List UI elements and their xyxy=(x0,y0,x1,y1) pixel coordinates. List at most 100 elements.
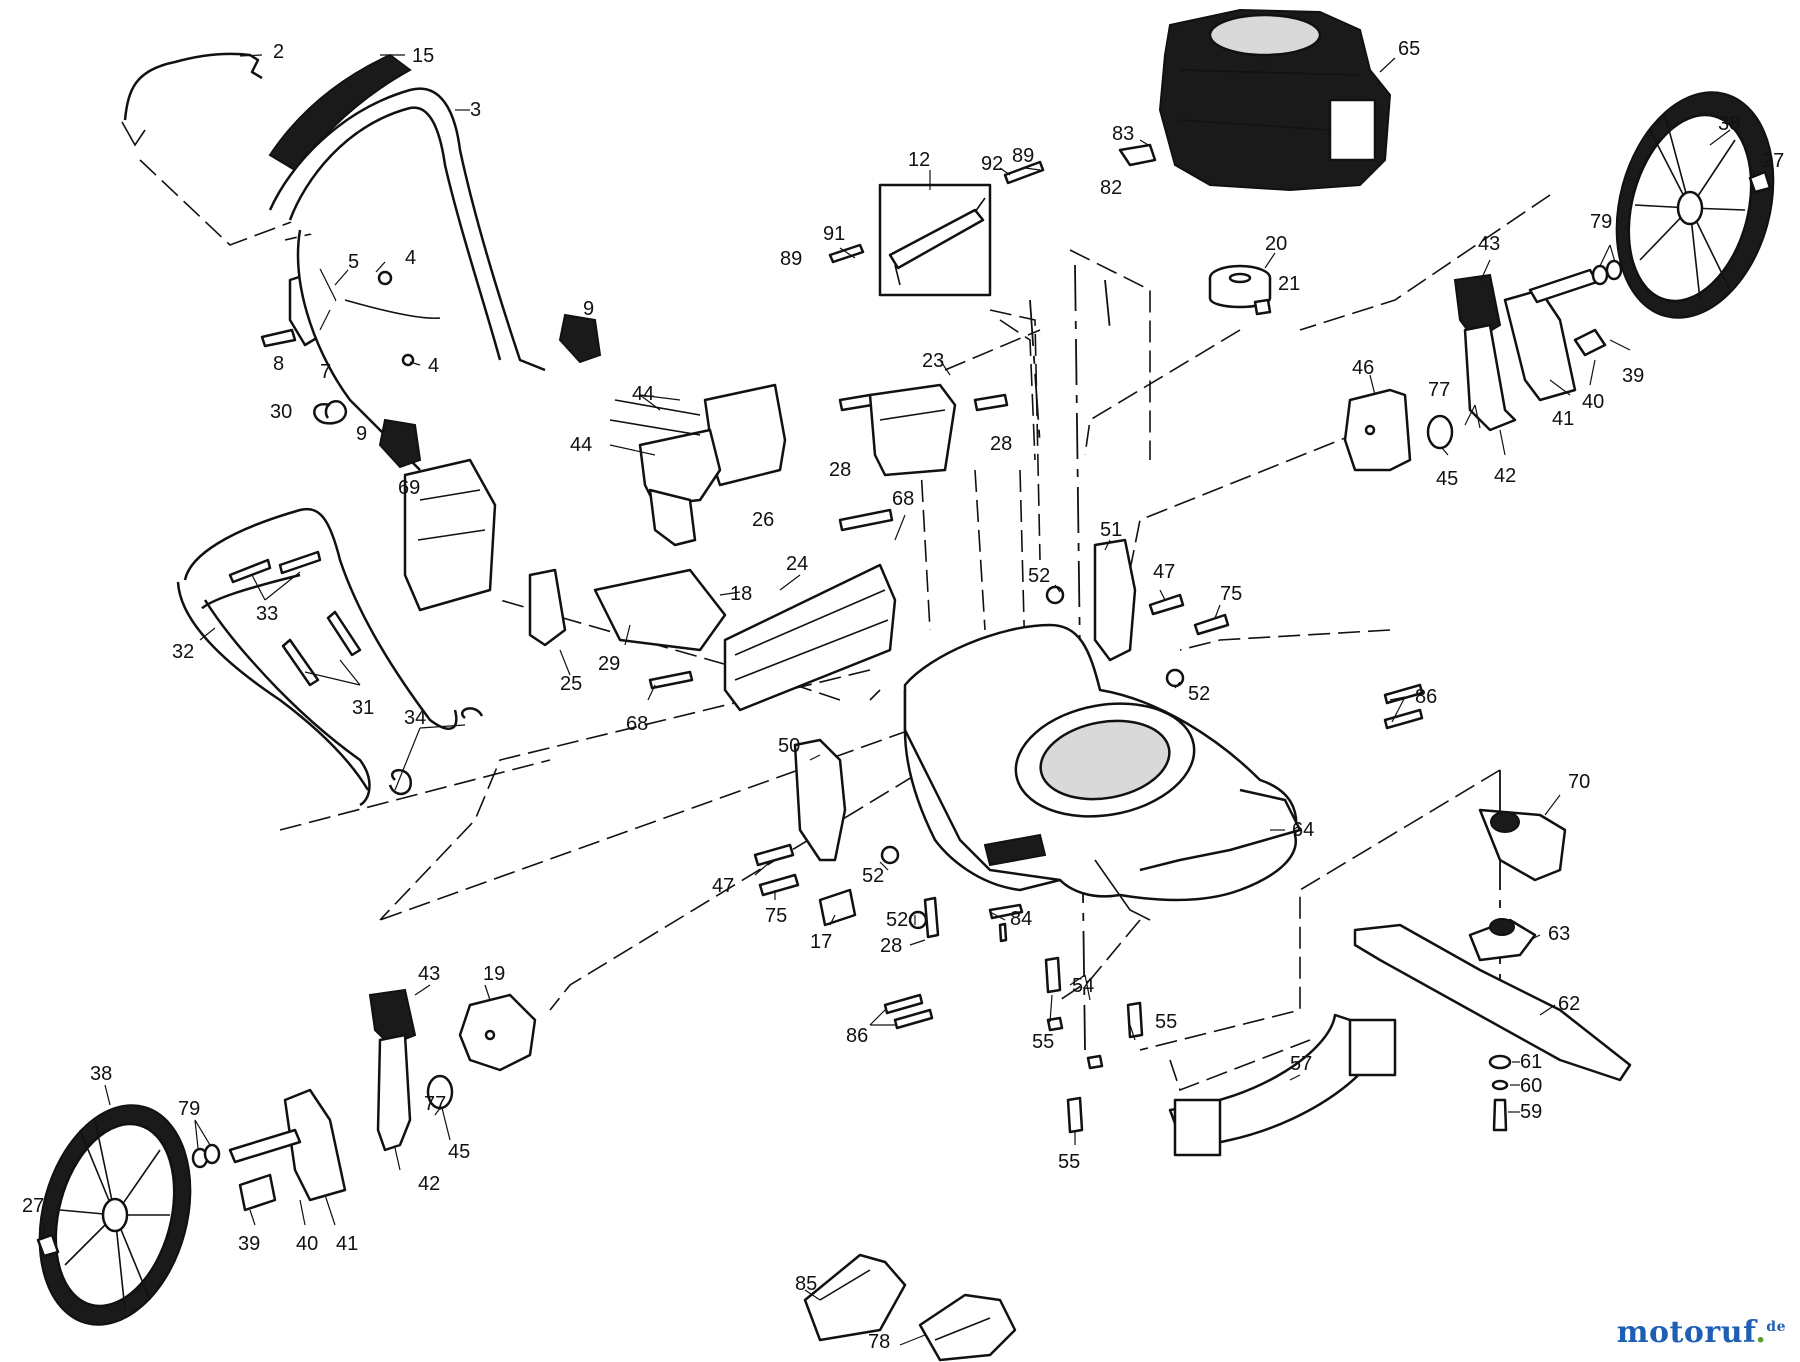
adapter-parts xyxy=(1208,264,1272,316)
callout-50: 50 xyxy=(778,735,800,757)
callout-92: 92 xyxy=(981,153,1003,175)
callout-21: 21 xyxy=(1278,273,1300,295)
watermark-dot: . xyxy=(1755,1315,1767,1350)
handle-knob-right xyxy=(558,313,602,364)
callout-55: 55 xyxy=(1032,1031,1054,1053)
callout-77: 77 xyxy=(424,1093,446,1115)
callout-82: 82 xyxy=(1100,177,1122,199)
hubcap-left xyxy=(36,1233,60,1258)
callout-69: 69 xyxy=(398,477,420,499)
callout-59: 59 xyxy=(1520,1101,1542,1123)
callout-4: 4 xyxy=(405,247,416,269)
callout-42: 42 xyxy=(1494,465,1516,487)
callout-68: 68 xyxy=(892,488,914,510)
callout-52: 52 xyxy=(1188,683,1210,705)
callout-43: 43 xyxy=(418,963,440,985)
callout-labels: 2 15 3 5 4 4 8 7 9 9 30 69 44 44 26 12 9… xyxy=(22,38,1784,1353)
callout-17: 17 xyxy=(810,931,832,953)
callout-2: 2 xyxy=(273,41,284,63)
callout-7: 7 xyxy=(320,361,331,383)
rear-shield xyxy=(723,563,897,712)
blade-adapter xyxy=(1208,278,1272,309)
baffle-57 xyxy=(1168,1013,1397,1157)
cutting-blade xyxy=(1353,923,1632,1082)
callout-33: 33 xyxy=(256,603,278,625)
callout-52: 52 xyxy=(862,865,884,887)
callout-47: 47 xyxy=(712,875,734,897)
callout-70: 70 xyxy=(1568,771,1590,793)
adjuster-lever-right xyxy=(1463,323,1517,432)
callout-45: 45 xyxy=(448,1141,470,1163)
deck-rear-skirt xyxy=(903,690,1061,882)
callout-62: 62 xyxy=(1558,993,1580,1015)
callout-75: 75 xyxy=(765,905,787,927)
callout-24: 24 xyxy=(786,553,808,575)
height-adjuster-right xyxy=(1426,259,1623,450)
callout-28: 28 xyxy=(880,935,902,957)
leader-lines xyxy=(41,54,1731,1346)
adjuster-bracket-right xyxy=(1503,288,1577,402)
adjuster-bracket-left xyxy=(283,1088,347,1202)
grass-bag xyxy=(176,458,497,807)
callout-18: 18 xyxy=(730,583,752,605)
side-plate-17 xyxy=(818,888,857,927)
callout-57: 57 xyxy=(1290,1053,1312,1075)
side-plate-50 xyxy=(793,738,847,862)
callout-65: 65 xyxy=(1398,38,1420,60)
watermark-brand: motoruf xyxy=(1616,1315,1756,1350)
callout-78: 78 xyxy=(868,1331,890,1353)
callout-63: 63 xyxy=(1548,923,1570,945)
callout-41: 41 xyxy=(336,1233,358,1255)
callout-42: 42 xyxy=(418,1173,440,1195)
chute-bracket xyxy=(868,383,957,477)
callout-86: 86 xyxy=(1415,686,1437,708)
adjuster-lever-left xyxy=(376,1033,412,1152)
callout-85: 85 xyxy=(795,1273,817,1295)
callout-34: 34 xyxy=(404,707,426,729)
bag-clip-b xyxy=(281,638,320,687)
rear-bracket-group xyxy=(528,383,1009,712)
callout-43: 43 xyxy=(1478,233,1500,255)
adjuster-bracket-19 xyxy=(458,993,537,1072)
callout-60: 60 xyxy=(1520,1075,1542,1097)
callout-31: 31 xyxy=(352,697,374,719)
side-bracket-right xyxy=(1045,538,1230,688)
callout-52: 52 xyxy=(1028,565,1050,587)
watermark-tld: de xyxy=(1766,1319,1786,1335)
callout-68: 68 xyxy=(626,713,648,735)
callout-5: 5 xyxy=(348,251,359,273)
callout-38: 38 xyxy=(90,1063,112,1085)
callout-79: 79 xyxy=(178,1098,200,1120)
cable-clip xyxy=(313,399,348,425)
side-bracket-51 xyxy=(1093,538,1137,662)
callout-64: 64 xyxy=(1292,819,1314,841)
callout-52: 52 xyxy=(886,909,908,931)
mower-deck xyxy=(903,623,1302,921)
adapter-key xyxy=(1253,298,1272,316)
deck-fasteners xyxy=(883,683,1424,1134)
deflector-46 xyxy=(1343,388,1412,472)
callout-83: 83 xyxy=(1112,123,1134,145)
discharge-plug-85 xyxy=(803,1253,907,1342)
control-lever xyxy=(888,208,985,270)
control-inset xyxy=(828,160,1045,297)
callout-8: 8 xyxy=(273,353,284,375)
callout-55: 55 xyxy=(1155,1011,1177,1033)
callout-9: 9 xyxy=(356,423,367,445)
callout-75: 75 xyxy=(1220,583,1242,605)
callout-89: 89 xyxy=(1012,145,1034,167)
callout-19: 19 xyxy=(483,963,505,985)
callout-44: 44 xyxy=(632,383,654,405)
blade-assembly xyxy=(1353,808,1632,1132)
callout-89: 89 xyxy=(780,248,802,270)
callout-47: 47 xyxy=(1153,561,1175,583)
callout-51: 51 xyxy=(1100,519,1122,541)
discharge-parts xyxy=(803,1253,1017,1362)
callout-91: 91 xyxy=(823,223,845,245)
callout-39: 39 xyxy=(1622,365,1644,387)
callout-28: 28 xyxy=(990,433,1012,455)
callout-27: 27 xyxy=(22,1195,44,1217)
callout-54: 54 xyxy=(1072,975,1094,997)
callout-9: 9 xyxy=(583,298,594,320)
